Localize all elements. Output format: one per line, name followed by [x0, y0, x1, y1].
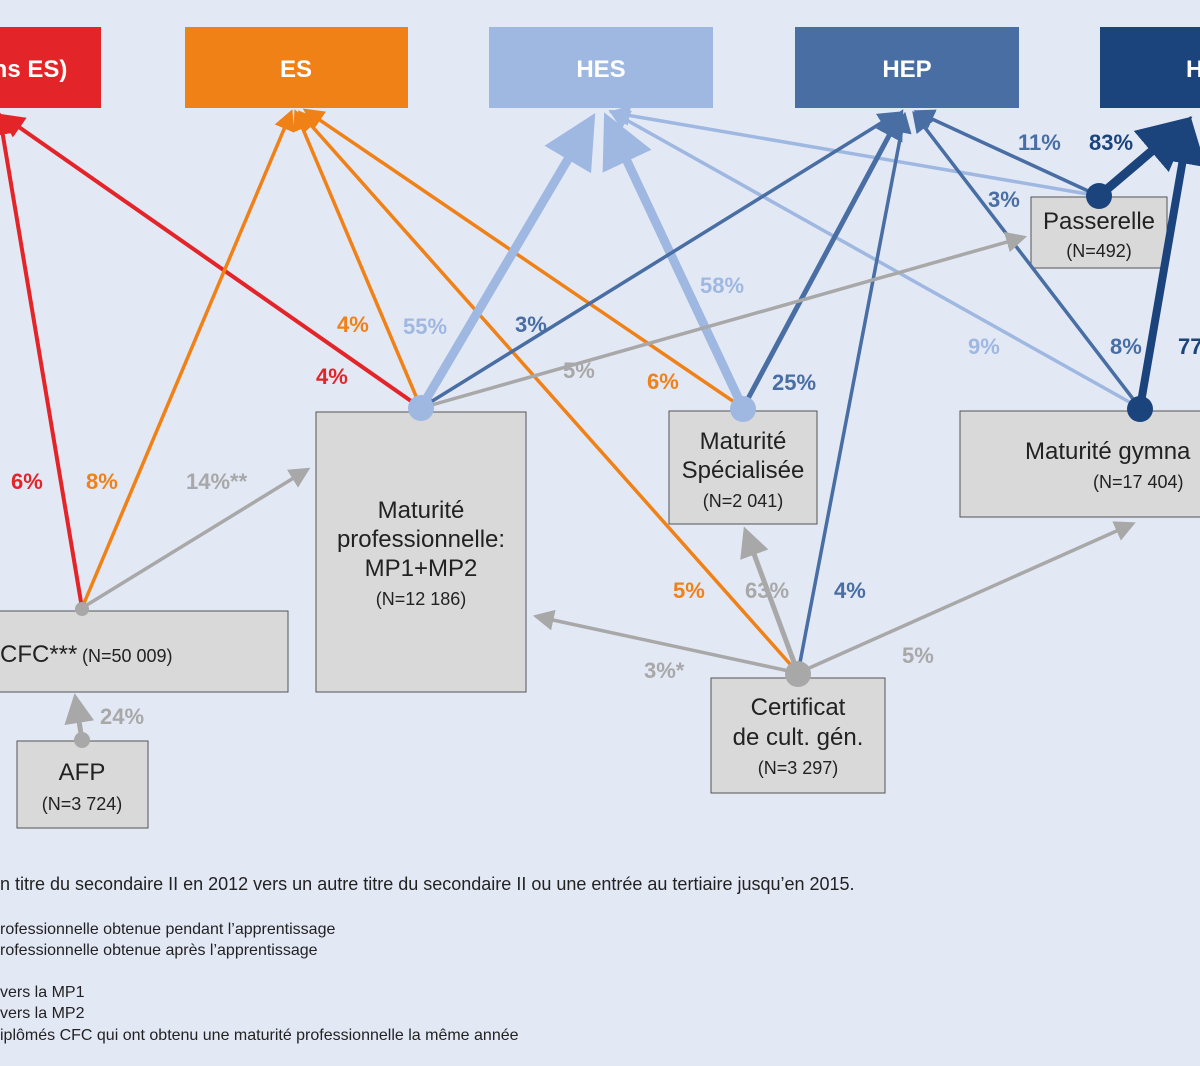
origin-dot-mp: [408, 395, 434, 421]
pct-mg-hes: 9%: [968, 334, 1000, 359]
origin-dot-pass: [1086, 183, 1112, 209]
mg-count: (N=17 404): [1093, 472, 1184, 492]
cfc-count: (N=50 009): [82, 646, 173, 666]
destination-hep: HEP: [795, 27, 1019, 108]
pct-mg-hep-3: 3%: [988, 187, 1020, 212]
node-ms: Maturité Spécialisée (N=2 041): [668, 410, 818, 525]
ccg-line1: Certificat: [751, 694, 846, 721]
transition-diagram: ns ES) ES HES HEP H Maturité professionn…: [0, 27, 1200, 829]
destination-hes-label: HES: [576, 56, 625, 83]
footnote-main: n titre du secondaire II en 2012 vers un…: [0, 874, 855, 894]
destination-hu: ns ES): [0, 27, 101, 108]
cfc-title: CFC***: [0, 641, 77, 668]
flow-mp-hes: [417, 113, 596, 411]
pct-mg-hep: 8%: [1110, 334, 1142, 359]
flow-ccg-es: [297, 110, 800, 675]
ccg-line2: de cult. gén.: [733, 724, 864, 751]
pct-ccg-mp: 3%*: [644, 658, 685, 683]
ms-count: (N=2 041): [703, 491, 784, 511]
origin-dot-afp: [74, 732, 90, 748]
passerelle-title: Passerelle: [1043, 208, 1155, 235]
pct-ccg-es: 5%: [673, 578, 705, 603]
footnote-4: vers la MP2: [0, 1005, 85, 1022]
flow-mg-hep: [912, 111, 1142, 410]
passerelle-count: (N=492): [1066, 241, 1132, 261]
pct-ccg-ms: 63%: [745, 578, 789, 603]
mp-count: (N=12 186): [376, 589, 467, 609]
pct-afp-cfc: 24%: [100, 704, 144, 729]
origin-dot-mg: [1127, 396, 1153, 422]
pct-pass-hep: 11%: [1018, 130, 1061, 155]
flow-cfc-hu: [0, 110, 84, 609]
pct-ccg-hep: 4%: [834, 578, 866, 603]
flow-cfc-mp: [81, 467, 311, 610]
pct-mp-pass: 5%: [563, 358, 595, 383]
pct-cfc-mp: 14%**: [186, 469, 248, 494]
pct-pass-uni: 83%: [1089, 130, 1133, 155]
flow-mp-pass: [420, 231, 1028, 410]
origin-dot-cfc: [75, 602, 89, 616]
footnote-1: rofessionnelle obtenue pendant l’apprent…: [0, 921, 336, 938]
origin-dot-ms: [730, 396, 756, 422]
destination-hu-label: ns ES): [0, 56, 67, 83]
node-passerelle: Passerelle (N=492): [1030, 196, 1168, 269]
mp-line1: Maturité: [378, 497, 465, 524]
destination-uni: H: [1100, 27, 1200, 108]
pct-mp-hep: 3%: [515, 312, 547, 337]
flow-mg-uni: [1136, 115, 1200, 409]
flow-mp-hu: [0, 113, 423, 410]
destination-es-label: ES: [280, 56, 312, 83]
ms-line1: Maturité: [700, 428, 787, 455]
destination-uni-label: H: [1186, 56, 1200, 83]
flow-mp-hep: [420, 111, 900, 410]
flow-pass-hep: [913, 109, 1100, 198]
node-afp: AFP (N=3 724): [16, 740, 149, 829]
node-cfc: CFC*** (N=50 009): [0, 610, 289, 693]
node-mg: Maturité gymna (N=17 404): [959, 410, 1200, 518]
flow-cfc-es: [80, 109, 294, 609]
flow-mp-es: [293, 109, 423, 409]
footnote-5: iplômés CFC qui ont obtenu une maturité …: [0, 1027, 519, 1044]
flow-ccg-ms: [740, 526, 801, 674]
pct-ccg-mg: 5%: [902, 643, 934, 668]
pct-ms-hes: 58%: [700, 273, 744, 298]
pct-cfc-es: 8%: [86, 469, 118, 494]
footnote-3: vers la MP1: [0, 984, 85, 1001]
flow-ms-hep: [740, 109, 904, 410]
pct-cfc-hu: 6%: [11, 469, 43, 494]
origin-dot-ccg: [785, 661, 811, 687]
pct-mg-uni: 77: [1178, 334, 1200, 359]
flow-ccg-hep: [796, 111, 912, 674]
mp-line2: professionnelle:: [337, 526, 505, 553]
pct-ms-es: 6%: [647, 369, 679, 394]
mg-title: Maturité gymna: [1025, 438, 1191, 465]
node-mp: Maturité professionnelle: MP1+MP2 (N=12 …: [315, 411, 527, 693]
flow-pass-hes: [608, 105, 1100, 198]
pct-mp-hes: 55%: [403, 314, 447, 339]
pct-mp-es: 4%: [337, 312, 369, 337]
flow-ms-es: [302, 108, 744, 410]
pct-mp-hu: 4%: [316, 364, 348, 389]
afp-count: (N=3 724): [42, 794, 123, 814]
ccg-count: (N=3 297): [758, 758, 839, 778]
pct-ms-hep: 25%: [772, 370, 816, 395]
afp-title: AFP: [59, 759, 106, 786]
ms-line2: Spécialisée: [682, 457, 805, 484]
flow-ccg-mp: [532, 609, 799, 675]
mp-line3: MP1+MP2: [365, 555, 478, 582]
destination-hes: HES: [489, 27, 713, 108]
flow-ms-hes: [602, 112, 748, 410]
node-ccg: Certificat de cult. gén. (N=3 297): [710, 677, 886, 794]
destination-es: ES: [185, 27, 408, 108]
footnote-2: rofessionnelle obtenue après l’apprentis…: [0, 942, 318, 959]
destination-hep-label: HEP: [882, 56, 931, 83]
flow-ccg-mg: [797, 521, 1136, 675]
